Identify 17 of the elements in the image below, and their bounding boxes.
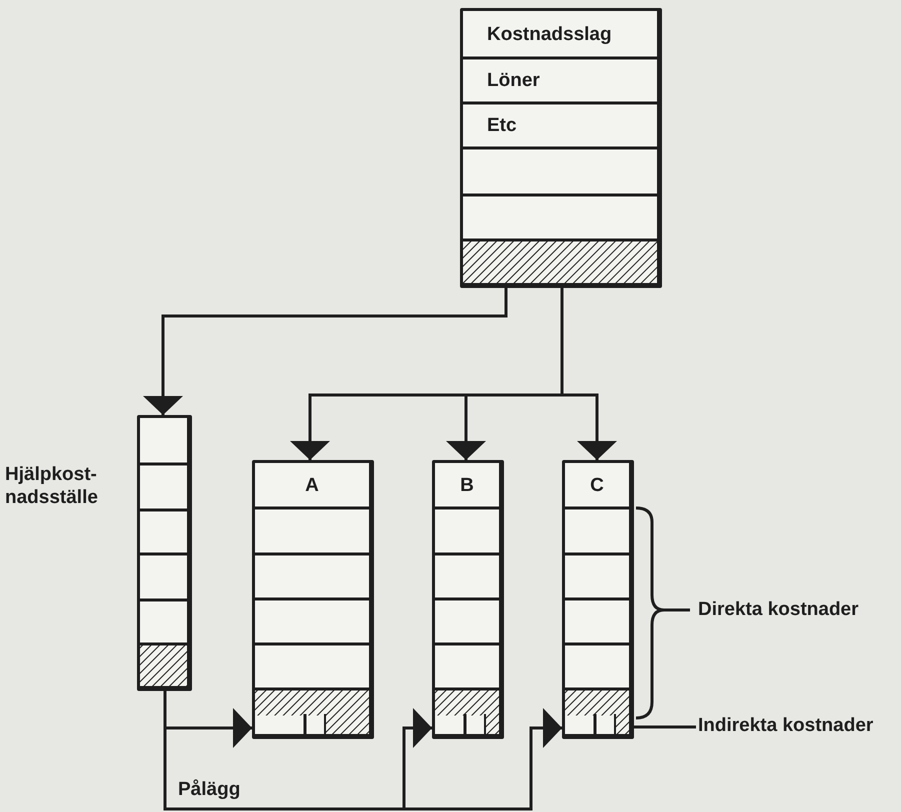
row-label: Etc bbox=[487, 114, 517, 136]
row-label: A bbox=[304, 474, 320, 496]
text-label: Direkta kostnader bbox=[698, 598, 859, 621]
stack-box bbox=[432, 460, 504, 739]
row-label: Löner bbox=[487, 70, 540, 92]
row-label: C bbox=[589, 474, 605, 496]
leader-line bbox=[634, 726, 696, 728]
row-label: B bbox=[459, 474, 475, 496]
node-label: Indirekta kostnader bbox=[698, 715, 874, 736]
arrow bbox=[560, 288, 617, 460]
stack-box bbox=[562, 460, 634, 739]
row-label: Kostnadsslag bbox=[487, 24, 612, 46]
stack-box bbox=[252, 460, 374, 739]
node-heading: Hjälpkost- nadsställe bbox=[5, 463, 99, 509]
stack-box bbox=[460, 8, 662, 288]
text-label: Pålägg bbox=[178, 778, 240, 801]
arrow bbox=[143, 288, 508, 415]
